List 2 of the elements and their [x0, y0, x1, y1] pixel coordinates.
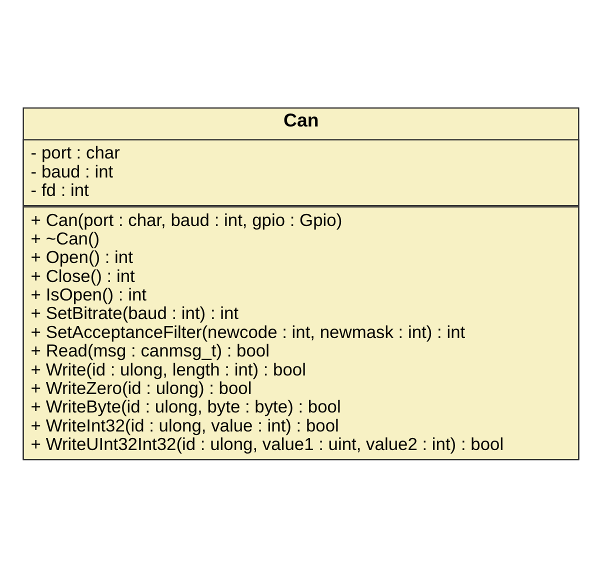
node-box: - port : char - baud : int - fd : int — [22, 138, 580, 206]
node-box: + Can(port : char, baud : int, gpio : Gpio) + ~Can() + Open() : int + Close() : int + IsOpen() : int + SetBitrate(baud : int) : int + SetAcceptanceFilter(newcode : int, newmask : int) : int + Read(msg : canmsg_t) : bool + Write(id : ulong, length : int) : bool + WriteZero(id : ulong) : bool + WriteByte(id : ulong, byte : byte) : bool + WriteInt32(id : ulong, value : int) : bool + WriteUInt32Int32(id : ulong, value1 : uint, value2 : int) : bool — [22, 206, 580, 460]
